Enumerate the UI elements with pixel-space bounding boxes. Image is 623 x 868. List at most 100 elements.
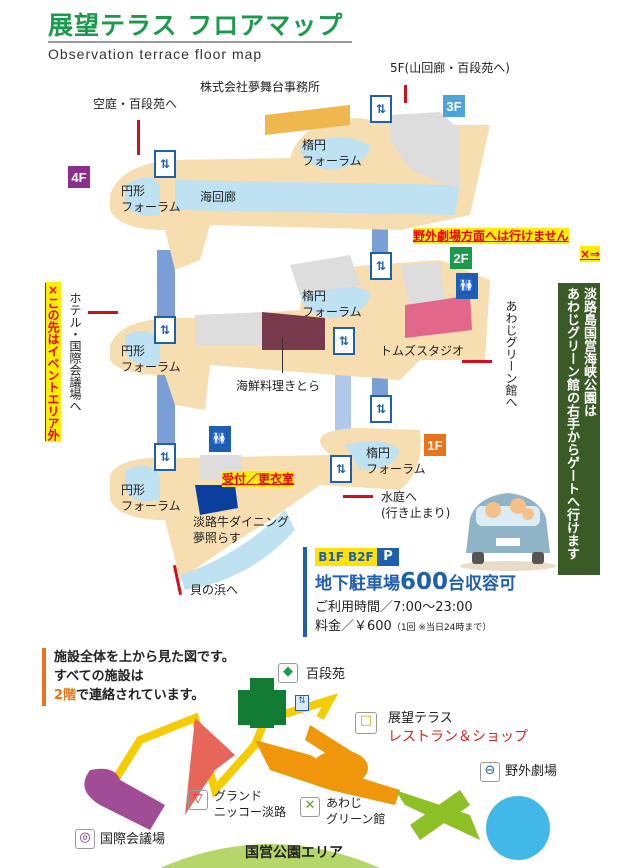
fee-note: （1回 ※当日24時まで） bbox=[391, 623, 492, 633]
national-park-label: 国営公園エリア bbox=[245, 845, 343, 861]
terrace-subtitle: レストラン＆ショップ bbox=[388, 729, 528, 745]
parking-capacity: 600 bbox=[400, 569, 449, 595]
grand-nikko-icon: ▽ bbox=[188, 790, 208, 810]
oval-forum-label: フォーラム bbox=[302, 154, 362, 168]
circle-forum-label: 円形 bbox=[121, 184, 146, 198]
dining-label: 淡路牛ダイニング bbox=[193, 515, 290, 529]
oval-forum-label: 楕円 bbox=[302, 289, 327, 303]
circle-forum-label: 円形 bbox=[121, 344, 146, 358]
elevator-icon: ⇅ bbox=[370, 95, 392, 123]
family-car-illustration bbox=[460, 493, 556, 571]
parking-headline-a: 地下駐車場 bbox=[315, 574, 400, 594]
elevator-icon: ⇅ bbox=[370, 252, 392, 280]
green-hall-label: あわじ bbox=[326, 796, 363, 810]
elevator-icon: ⇅ bbox=[154, 150, 176, 178]
floor-badge-1f: 1F bbox=[424, 434, 446, 456]
floor-badge-4f: 4F bbox=[68, 166, 90, 188]
hyakudanen-icon: ◆ bbox=[278, 663, 298, 683]
building-3f bbox=[390, 112, 460, 190]
arrow-right-icon bbox=[462, 360, 492, 363]
page-title: 展望テラス フロアマップ bbox=[48, 11, 344, 40]
hyakudanen-label: 百段苑 bbox=[306, 667, 346, 682]
parking-headline: 地下駐車場600台収容可 bbox=[315, 569, 516, 595]
circle-forum-label: フォーラム bbox=[121, 360, 181, 374]
building-2f bbox=[195, 312, 262, 345]
arrow-right-icon bbox=[343, 495, 373, 498]
to-hotel-label: ホテル・国際会議場へ bbox=[68, 292, 82, 412]
restroom-icon: 🚻 bbox=[209, 426, 231, 452]
national-park-area bbox=[160, 844, 380, 868]
elevator-icon: ⇅ bbox=[370, 395, 392, 423]
conference-icon: ◎ bbox=[75, 829, 95, 849]
water-garden-note: (行き止まり) bbox=[381, 506, 451, 520]
grand-nikko-label: ニッコー淡路 bbox=[214, 805, 287, 819]
overview-intro: 施設全体を上から見た図です。 すべての施設は 2階で連絡されています。 bbox=[54, 648, 235, 705]
floor-1f-water bbox=[125, 441, 400, 502]
green-hall-label: グリーン館 bbox=[326, 812, 386, 826]
sea-corridor-label: 海回廊 bbox=[200, 190, 237, 204]
restroom-icon: 🚻 bbox=[456, 273, 478, 299]
circle-forum-label: 円形 bbox=[121, 483, 146, 497]
green-hall-icon: ✕ bbox=[300, 797, 320, 817]
grand-nikko-label: グランド bbox=[214, 789, 263, 803]
kitora-label: 海鮮料理きとら bbox=[236, 379, 321, 393]
floor-map-graphic bbox=[110, 105, 490, 590]
oval-forum-label: フォーラム bbox=[302, 305, 362, 319]
elevator-icon: ⇅ bbox=[333, 327, 355, 355]
building-2f bbox=[400, 262, 445, 305]
b1f-label: B1F bbox=[318, 550, 344, 564]
toms-studio-label: トムズスタジオ bbox=[380, 344, 465, 358]
title-divider bbox=[48, 41, 352, 43]
notice-line: 淡路島国営海峡公園は bbox=[581, 287, 596, 417]
parking-icon: P bbox=[377, 548, 399, 566]
notice-line: あわじグリーン館の右手からゲートへ行けます bbox=[564, 287, 579, 560]
to-sky-garden-label: 空庭・百段苑へ bbox=[93, 97, 178, 111]
floor-4f-water bbox=[125, 137, 460, 216]
oval-forum-label: 楕円 bbox=[366, 446, 391, 460]
parking-floor-badge: B1F B2F bbox=[315, 548, 377, 566]
outdoor-theater-label: 野外劇場 bbox=[505, 764, 558, 779]
park-gate-notice: 淡路島国営海峡公園はあわじグリーン館の右手からゲートへ行けます bbox=[558, 283, 600, 575]
to-5f-label: 5F(山回廊・百段苑へ) bbox=[390, 61, 510, 75]
arrow-up-icon bbox=[137, 120, 140, 155]
b2f-label: B2F bbox=[348, 550, 374, 564]
elevator-icon: ⇅ bbox=[154, 316, 176, 344]
office-label: 株式会社夢舞台事務所 bbox=[200, 80, 321, 94]
kitora-restaurant bbox=[262, 312, 325, 350]
elevator-icon: ⇅ bbox=[295, 695, 309, 711]
overview-map bbox=[84, 678, 550, 868]
dining-label: 夢照らす bbox=[193, 531, 241, 545]
parking-accent-bar bbox=[303, 547, 307, 637]
to-shell-beach-label: 貝の浜へ bbox=[190, 583, 239, 597]
leader-line bbox=[282, 338, 283, 373]
no-outdoor-theater-warning: 野外劇場方面へは行けません bbox=[413, 228, 569, 244]
fee-amount: 料金／￥600 bbox=[315, 619, 392, 634]
oval-forum-label: 楕円 bbox=[302, 138, 327, 152]
intro-line: すべての施設は bbox=[54, 669, 144, 684]
elevator-icon: ⇅ bbox=[154, 443, 176, 471]
outside-event-area-warning: ×この先はイベントエリア外 bbox=[45, 282, 61, 442]
to-green-hall-label: あわじグリーン館へ bbox=[504, 300, 518, 408]
intro-line: 施設全体を上から見た図です。 bbox=[54, 650, 235, 665]
toms-studio bbox=[405, 295, 472, 338]
parking-fee: 料金／￥600（1回 ※当日24時まで） bbox=[315, 619, 491, 636]
water-channel bbox=[180, 510, 295, 590]
intro-line: で連絡されています。 bbox=[76, 688, 205, 703]
circle-forum-label: フォーラム bbox=[121, 200, 181, 214]
parking-headline-b: 台収容可 bbox=[448, 574, 517, 594]
overview-accent-bar bbox=[42, 648, 46, 706]
terrace-icon: □ bbox=[355, 712, 377, 734]
water-garden-label: 水庭へ bbox=[381, 490, 418, 504]
terrace-label: 展望テラス bbox=[388, 711, 453, 726]
parking-hours: ご利用時間／7:00〜23:00 bbox=[315, 600, 473, 615]
building-2f bbox=[290, 255, 360, 295]
arrow-up-icon bbox=[404, 85, 407, 103]
circle-forum-label: フォーラム bbox=[121, 499, 181, 513]
floor-2f-water bbox=[125, 284, 370, 366]
floor-badge-2f: 2F bbox=[450, 247, 472, 269]
outdoor-theater-icon: ⊖ bbox=[480, 762, 500, 782]
reception-label: 受付／更衣室 bbox=[222, 471, 295, 487]
page-subtitle: Observation terrace floor map bbox=[48, 46, 263, 62]
office-building bbox=[265, 105, 350, 135]
floor-badge-3f: 3F bbox=[443, 95, 465, 117]
